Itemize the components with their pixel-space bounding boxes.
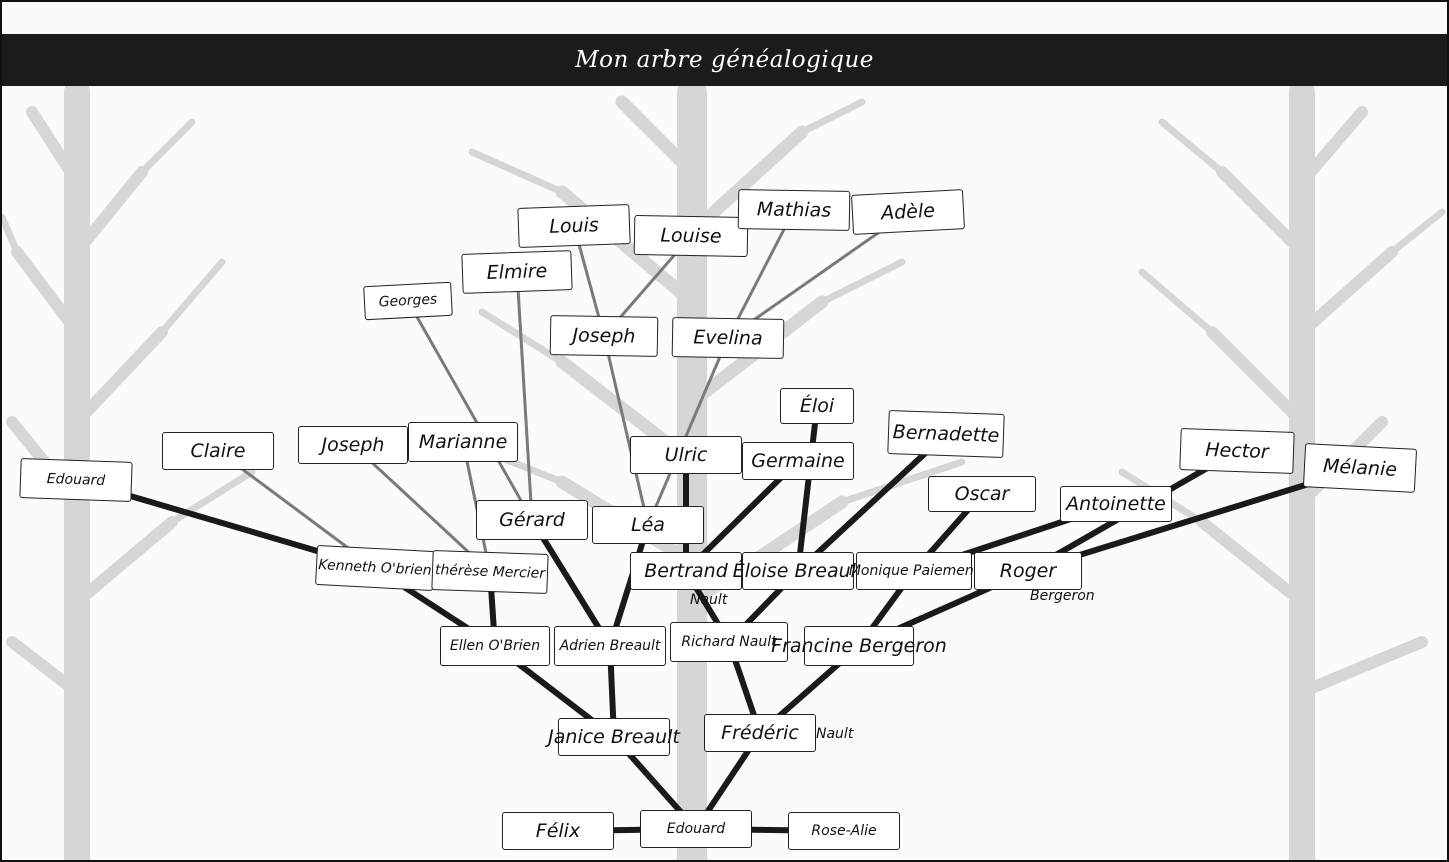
surname-tag-bertrand: Nault [690,592,728,608]
person-card-ulric[interactable]: Ulric [630,436,742,474]
person-card-louis[interactable]: Louis [517,204,631,248]
person-card-kenneth[interactable]: Kenneth O'brien [315,544,435,592]
person-card-janice[interactable]: Janice Breault [548,718,680,756]
link-bernadette-to-eloise [795,431,949,574]
link-gerard-to-adrien [529,517,613,649]
person-card-evelina[interactable]: Evelina [671,317,785,359]
person-card-elmire[interactable]: Elmire [461,250,573,294]
person-card-francine[interactable]: Francine Bergeron [771,626,947,666]
person-card-joseph-left[interactable]: Joseph [298,426,408,464]
title-banner: Mon arbre généalogique [2,34,1447,86]
link-joseph-top-to-lea [602,334,650,527]
surname-tag-frederic: Nault [816,726,854,742]
person-card-marianne[interactable]: Marianne [408,422,518,462]
person-card-edouard-child[interactable]: Edouard [640,810,752,848]
link-elmire-to-gerard [515,270,534,522]
page-title: Mon arbre généalogique [575,47,874,73]
person-card-felix[interactable]: Félix [502,812,614,850]
person-card-germaine[interactable]: Germaine [742,442,854,480]
person-card-gerard[interactable]: Gérard [476,500,588,540]
person-card-claire[interactable]: Claire [162,432,274,470]
person-card-oscar[interactable]: Oscar [928,476,1036,512]
person-card-frederic[interactable]: Frédéric [704,714,816,752]
person-card-eloise[interactable]: Éloise Breault [733,552,863,590]
link-eloi-to-eloise [795,403,820,574]
person-card-bertrand[interactable]: Bertrand [630,552,742,590]
person-card-joseph-top[interactable]: Joseph [549,315,659,357]
person-card-edouard-left[interactable]: Edouard [19,458,133,502]
person-card-therese[interactable]: thérèse Mercier [431,549,549,595]
link-evelina-to-lea [646,336,730,527]
person-card-mathias[interactable]: Mathias [737,189,851,231]
person-card-louise[interactable]: Louise [633,215,749,257]
person-card-melanie[interactable]: Mélanie [1302,443,1418,493]
person-card-lea[interactable]: Léa [592,506,704,544]
person-card-rose-alie[interactable]: Rose-Alie [788,812,900,850]
link-lea-to-adrien [607,522,651,649]
person-card-roger[interactable]: Roger [974,552,1082,590]
link-mathias-to-evelina [726,208,796,340]
person-card-georges[interactable]: Georges [363,281,453,321]
person-card-monique[interactable]: Monique Paiement [849,552,979,590]
person-card-adele[interactable]: Adèle [851,189,965,235]
person-card-bernadette[interactable]: Bernadette [887,409,1005,459]
person-card-eloi[interactable]: Éloi [780,388,854,424]
person-card-richard[interactable]: Richard Nault [670,622,788,662]
person-card-ellen[interactable]: Ellen O'Brien [440,626,550,666]
link-georges-to-gerard [406,299,534,522]
surname-tag-roger: Bergeron [1030,588,1095,604]
person-card-antoinette[interactable]: Antoinette [1060,486,1172,522]
person-card-adrien[interactable]: Adrien Breault [554,626,666,666]
person-card-hector[interactable]: Hector [1179,428,1295,474]
